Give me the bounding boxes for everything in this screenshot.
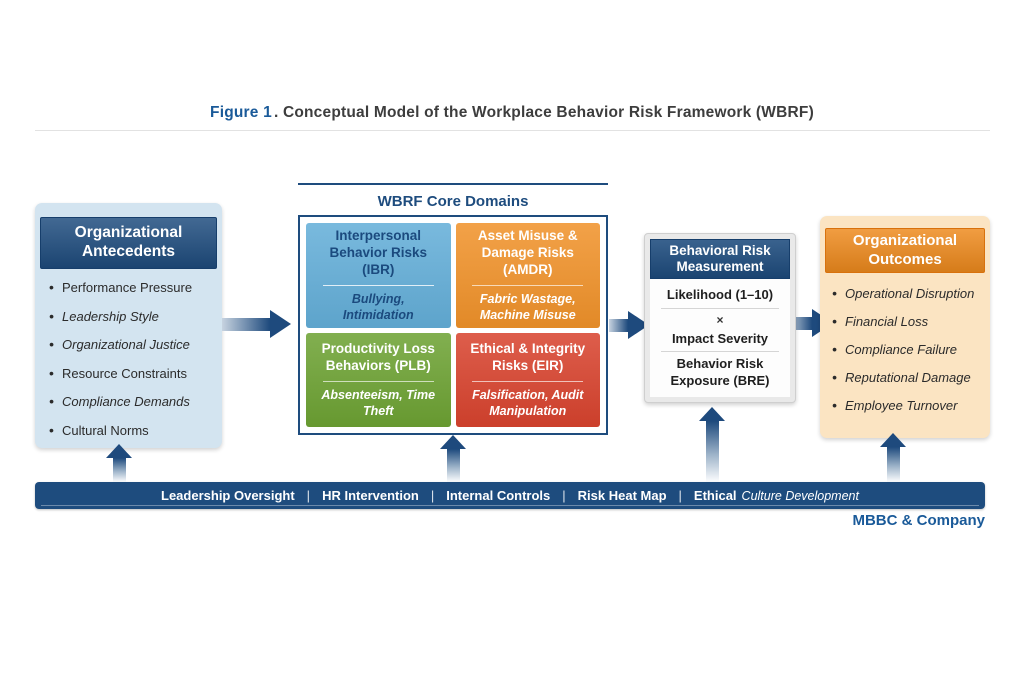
- quadrant-divider: [322, 284, 434, 286]
- bar-item-ethical-culture-development: Ethical Culture Development: [694, 488, 859, 503]
- list-item: Leadership Style: [47, 308, 218, 324]
- quadrant-title: Interpersonal Behavior Risks (IBR): [329, 228, 428, 277]
- arrow-shaft: [886, 447, 900, 482]
- list-item: Performance Pressure: [47, 279, 218, 295]
- quadrant-title: Asset Misuse & Damage Risks (AMDR): [477, 228, 578, 277]
- arrow-controls-to-domains: [440, 435, 466, 482]
- arrow-shaft: [609, 318, 628, 332]
- arrow-shaft: [112, 458, 126, 482]
- antecedents-list: Performance Pressure Leadership Style Or…: [47, 279, 218, 451]
- measurement-header: Behavioral Risk Measurement: [650, 239, 790, 279]
- bar-item-italic-part: Culture Development: [741, 489, 859, 503]
- outcomes-header: Organizational Outcomes: [825, 228, 985, 273]
- quadrant-asset-misuse-damage-risks: Asset Misuse & Damage Risks (AMDR) Fabri…: [455, 223, 600, 329]
- title-divider-line: [35, 130, 990, 131]
- organizational-antecedents-panel: Organizational Antecedents Performance P…: [35, 203, 222, 448]
- arrow-shaft: [222, 317, 270, 331]
- bar-item-leadership-oversight: Leadership Oversight: [161, 488, 295, 503]
- risk-exposure-result-label: Behavior Risk Exposure (BRE): [670, 356, 770, 388]
- formula-divider: [661, 351, 779, 353]
- bar-item-internal-controls: Internal Controls: [446, 488, 551, 503]
- bar-separator: |: [678, 488, 682, 503]
- quadrant-divider: [322, 380, 434, 382]
- list-item: Cultural Norms: [47, 422, 218, 438]
- figure-title: Figure 1. Conceptual Model of the Workpl…: [0, 104, 1024, 122]
- list-item: Organizational Justice: [47, 336, 218, 352]
- measurement-formula: Likelihood (1–10) × Impact Severity Beha…: [650, 279, 790, 397]
- list-item: Financial Loss: [830, 313, 988, 329]
- arrow-antecedents-to-domains: [222, 310, 291, 338]
- quadrant-ethical-integrity-risks: Ethical & Integrity Risks (EIR) Falsific…: [455, 333, 600, 427]
- arrow-head-up-icon: [699, 407, 725, 421]
- bar-item-hr-intervention: HR Intervention: [322, 488, 419, 503]
- arrow-head-right-icon: [270, 310, 291, 338]
- core-domains-matrix: Interpersonal Behavior Risks (IBR) Bully…: [298, 215, 608, 435]
- core-domains-label: WBRF Core Domains: [377, 193, 529, 210]
- organizational-outcomes-panel: Organizational Outcomes Operational Disr…: [820, 216, 990, 438]
- quadrant-divider: [472, 380, 584, 382]
- formula-divider: [661, 307, 779, 309]
- arrow-controls-to-measurement: [699, 407, 725, 482]
- list-item: Employee Turnover: [830, 397, 988, 413]
- arrow-controls-to-antecedents: [106, 444, 132, 482]
- quadrant-interpersonal-behavior-risks: Interpersonal Behavior Risks (IBR) Bully…: [306, 223, 451, 329]
- list-item: Compliance Demands: [47, 393, 218, 409]
- arrow-head-right-icon: [628, 311, 649, 339]
- quadrant-productivity-loss-behaviors: Productivity Loss Behaviors (PLB) Absent…: [306, 333, 451, 427]
- list-item: Operational Disruption: [830, 285, 988, 301]
- arrow-domains-to-measurement: [609, 311, 649, 339]
- figure-title-text: . Conceptual Model of the Workplace Beha…: [273, 104, 814, 121]
- bar-item-risk-heat-map: Risk Heat Map: [577, 488, 667, 503]
- bar-separator: |: [430, 488, 435, 503]
- quadrant-examples: Absenteeism, Time Theft: [321, 387, 436, 418]
- company-branding: MBBC & Company: [852, 512, 985, 529]
- quadrant-examples: Fabric Wastage, Machine Misuse: [479, 291, 576, 322]
- impact-severity-label: Impact Severity: [671, 330, 769, 346]
- quadrant-title: Productivity Loss Behaviors (PLB): [321, 340, 435, 373]
- core-domains-overline: [298, 183, 608, 185]
- list-item: Resource Constraints: [47, 365, 218, 381]
- quadrant-title: Ethical & Integrity Risks (EIR): [470, 340, 586, 373]
- arrow-shaft: [446, 449, 460, 482]
- outcomes-list: Operational Disruption Financial Loss Co…: [830, 285, 988, 426]
- list-item: Reputational Damage: [830, 369, 988, 385]
- likelihood-label: Likelihood (1–10): [666, 287, 774, 303]
- arrow-shaft: [705, 421, 719, 482]
- antecedents-header: Organizational Antecedents: [40, 217, 217, 269]
- behavioral-risk-measurement-panel: Behavioral Risk Measurement Likelihood (…: [644, 233, 796, 403]
- list-item: Compliance Failure: [830, 341, 988, 357]
- figure-number-label: Figure 1: [210, 104, 272, 121]
- arrow-head-up-icon: [880, 433, 906, 447]
- bar-item-bold-part: Ethical: [693, 488, 737, 503]
- bar-separator: |: [306, 488, 311, 503]
- quadrant-divider: [472, 284, 584, 286]
- controls-interventions-bar: Leadership Oversight | HR Intervention |…: [35, 482, 985, 509]
- quadrant-examples: Bullying, Intimidation: [342, 291, 414, 322]
- multiply-operator: ×: [716, 312, 724, 327]
- arrow-head-up-icon: [106, 444, 132, 458]
- quadrant-examples: Falsification, Audit Manipulation: [472, 387, 584, 418]
- bar-separator: |: [562, 488, 566, 503]
- arrow-head-up-icon: [440, 435, 466, 449]
- arrow-controls-to-outcomes: [880, 433, 906, 482]
